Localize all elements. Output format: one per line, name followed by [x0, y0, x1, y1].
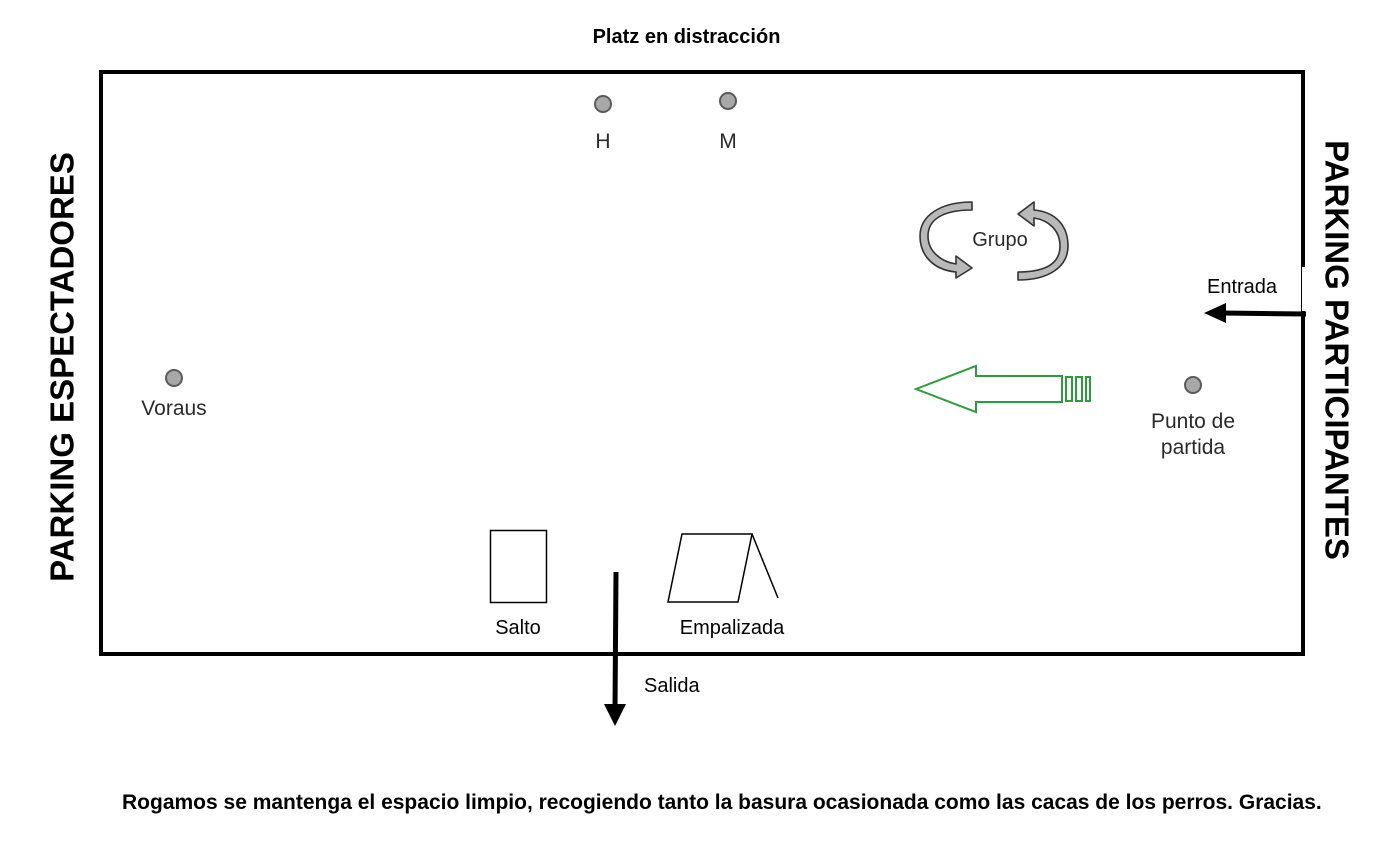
marker-m-dot — [719, 92, 737, 110]
start-label-line-1: Punto de — [1150, 410, 1236, 433]
entrance-gap — [1302, 267, 1310, 311]
group-rotation-icon — [919, 201, 1069, 281]
palisade-label: Empalizada — [679, 617, 785, 639]
exit-arrow-icon — [604, 571, 626, 726]
marker-voraus-label: Voraus — [141, 397, 207, 420]
spectator-parking-label: PARKING ESPECTADORES — [43, 152, 81, 582]
page-title: Platz en distracción — [592, 26, 781, 48]
marker-voraus-dot — [165, 369, 183, 387]
jump-obstacle-icon — [489, 529, 548, 604]
start-label-line-2: partida — [1160, 436, 1226, 459]
marker-start-dot — [1184, 376, 1202, 394]
group-label: Grupo — [972, 229, 1028, 251]
direction-arrow — [913, 364, 1091, 414]
cleanliness-notice: Rogamos se mantenga el espacio limpio, r… — [122, 791, 1322, 814]
marker-h-label: H — [595, 130, 611, 153]
entrance-arrow-icon — [1204, 303, 1307, 323]
marker-m-label: M — [719, 130, 737, 153]
participant-parking-label: PARKING PARTICIPANTES — [1318, 140, 1356, 560]
palisade-obstacle-icon — [667, 533, 779, 603]
jump-label: Salto — [495, 617, 541, 639]
exit-label: Salida — [644, 675, 700, 697]
entrance-label: Entrada — [1207, 276, 1278, 298]
marker-h-dot — [594, 95, 612, 113]
marker-start-label: Punto de partida — [1140, 409, 1246, 461]
